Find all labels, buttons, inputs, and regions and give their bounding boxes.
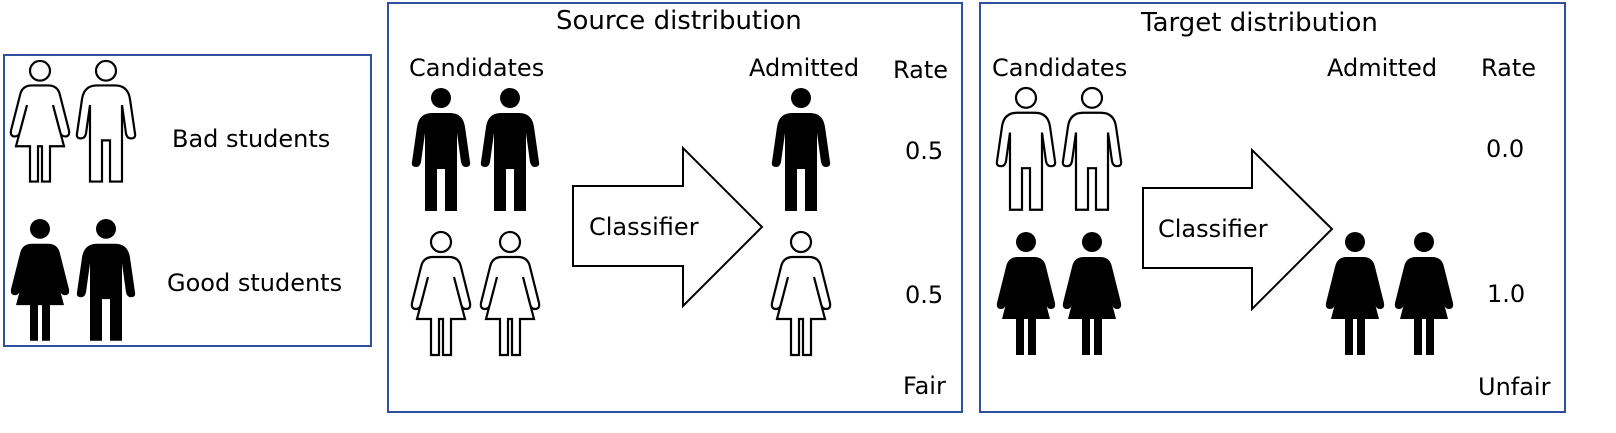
- target-rate-top: 0.0: [1486, 135, 1525, 163]
- source-classifier-label: Classifier: [589, 213, 699, 241]
- woman-outline-icon: [410, 230, 472, 357]
- man-filled-icon: [771, 88, 831, 211]
- target-rate-label: Rate: [1481, 54, 1537, 82]
- woman-filled-icon: [1325, 232, 1385, 355]
- man-outline-icon: [995, 86, 1057, 211]
- source-rate-bottom: 0.5: [905, 281, 944, 309]
- target-candidates-label: Candidates: [992, 54, 1128, 82]
- source-title: Source distribution: [556, 6, 802, 36]
- classifier-arrow-icon: [1142, 147, 1334, 312]
- woman-filled-icon: [996, 232, 1056, 355]
- target-admitted-label: Admitted: [1327, 54, 1438, 82]
- woman-filled-icon: [1062, 232, 1122, 355]
- woman-filled-icon: [1394, 232, 1454, 355]
- target-title: Target distribution: [1141, 8, 1378, 38]
- source-panel: [387, 2, 963, 413]
- target-classifier-label: Classifier: [1158, 215, 1268, 243]
- target-rate-bottom: 1.0: [1487, 280, 1526, 308]
- man-outline-icon: [75, 59, 137, 183]
- bad-students-label: Bad students: [172, 125, 331, 153]
- man-filled-icon: [76, 218, 136, 341]
- man-outline-icon: [1061, 86, 1123, 211]
- target-verdict: Unfair: [1478, 373, 1551, 401]
- man-filled-icon: [480, 88, 540, 211]
- source-admitted-label: Admitted: [749, 54, 860, 82]
- woman-outline-icon: [770, 230, 832, 357]
- good-students-label: Good students: [167, 269, 343, 297]
- source-verdict: Fair: [903, 372, 946, 400]
- target-panel: [979, 2, 1566, 413]
- woman-outline-icon: [479, 230, 541, 357]
- source-candidates-label: Candidates: [409, 54, 545, 82]
- man-filled-icon: [411, 88, 471, 211]
- woman-outline-icon: [9, 59, 71, 183]
- legend-panel: [3, 54, 372, 347]
- woman-filled-icon: [10, 218, 70, 341]
- source-rate-top: 0.5: [905, 137, 944, 165]
- classifier-arrow-icon: [572, 145, 764, 309]
- source-rate-label: Rate: [893, 56, 949, 84]
